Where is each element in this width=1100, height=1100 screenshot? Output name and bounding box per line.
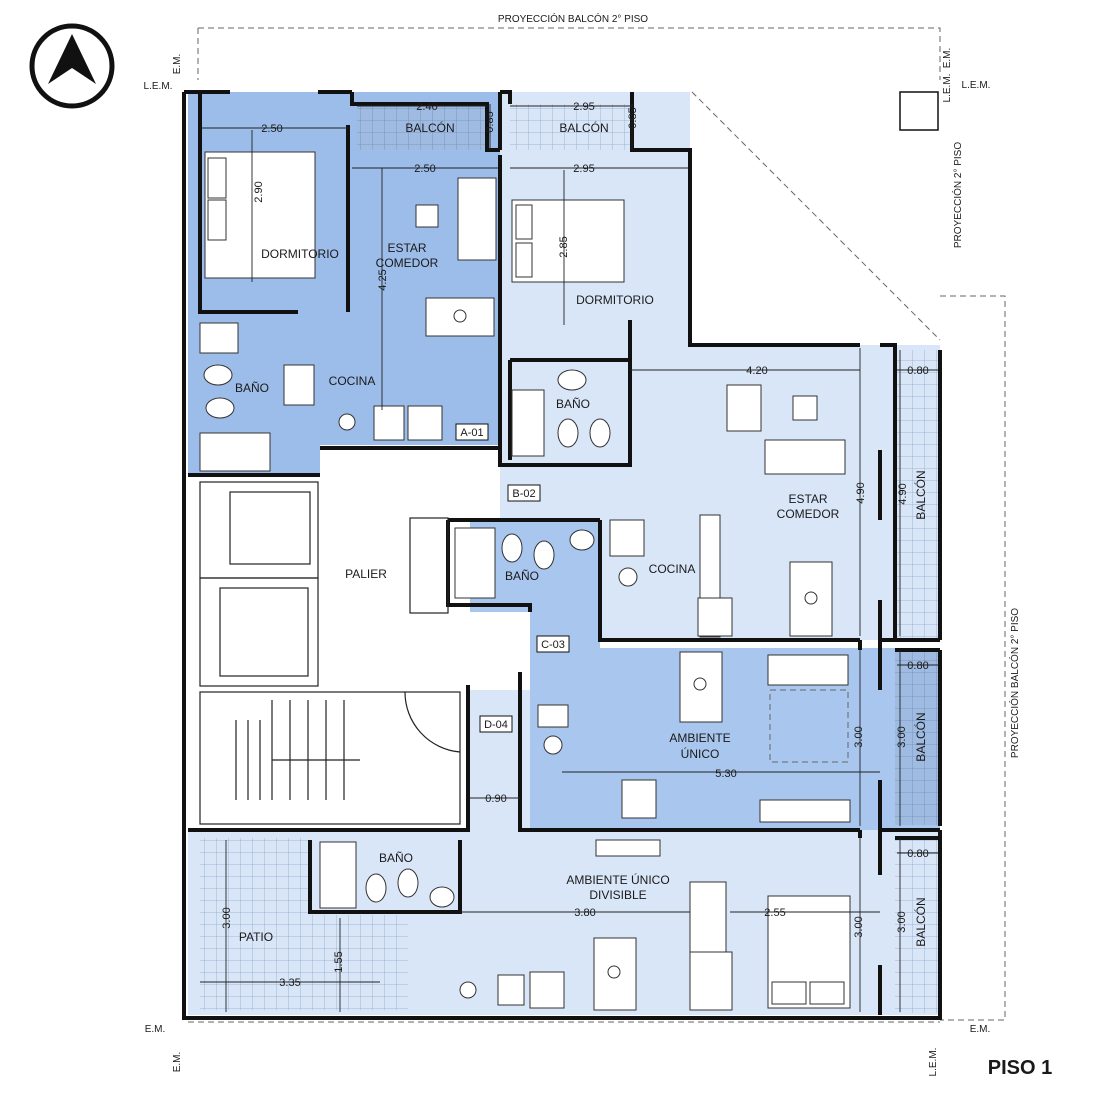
dim-b-balc-side-h: 4.90: [897, 483, 909, 504]
dim-c-balc-h: 3.00: [896, 726, 908, 747]
sofa-c03: [767, 654, 849, 686]
room-b-cocina: COCINA: [649, 562, 696, 576]
room-a-cocina: COCINA: [329, 374, 376, 388]
projection-lines: [188, 27, 1006, 1023]
dim-a-dorm-h: 2.90: [253, 181, 265, 202]
dim-a-dorm-w: 2.50: [261, 123, 282, 135]
balcony-d04: [895, 838, 940, 1013]
room-b-comedor: COMEDOR: [777, 507, 840, 521]
room-b-dormitorio: DORMITORIO: [576, 293, 654, 307]
lem-top-right-v-label: L.E.M.: [942, 74, 953, 103]
dim-b-estar-h: 4.90: [855, 482, 867, 503]
right-projection-line: [940, 295, 1006, 1021]
dim-d-amb-w1: 3.80: [574, 907, 595, 919]
dim-d-amb-h: 3.00: [853, 916, 865, 937]
dim-d-patio-h: 3.00: [221, 907, 233, 928]
balcony-a01: [357, 104, 487, 150]
elevator-2: [199, 577, 319, 687]
balcony-b02-top: [510, 104, 632, 150]
unit-tag-a01: A-01: [460, 427, 483, 439]
room-a-balcon: BALCÓN: [405, 120, 454, 135]
column-marker: [899, 91, 939, 131]
room-a-estar: ESTAR: [387, 241, 426, 255]
dim-c-amb-w: 5.30: [715, 768, 736, 780]
dim-a-balc-d: 0.85: [484, 111, 496, 132]
furniture: [199, 151, 851, 1011]
lem-top-left-label: L.E.M.: [144, 81, 173, 92]
patio-d04-low: [310, 915, 408, 1010]
room-d-bano: BAÑO: [379, 851, 413, 865]
em-bottom-left-v-label: E.M.: [172, 1052, 183, 1073]
dim-a-estar-w: 2.50: [414, 163, 435, 175]
room-labels: DORMITORIO ESTAR COMEDOR BAÑO COCINA BAL…: [235, 120, 928, 947]
edge-labels: PROYECCIÓN BALCÓN 2° PISO PROYECCIÓN 2° …: [144, 12, 1021, 1076]
lem-top-right-label: L.E.M.: [962, 80, 991, 91]
balcony-c03: [895, 650, 940, 825]
patio-d04: [200, 838, 310, 1010]
dim-d-balc-h: 3.00: [896, 911, 908, 932]
room-c-balcon: BALCÓN: [913, 712, 928, 761]
dim-c-balc-w: 0.80: [907, 660, 928, 672]
room-d-patio: PATIO: [239, 930, 273, 944]
dim-b-balc-d: 0.85: [627, 107, 639, 128]
room-b-balcon: BALCÓN: [559, 120, 608, 135]
dimension-lines: [200, 104, 938, 1012]
top-projection-line: [198, 27, 941, 80]
core-fill: [188, 475, 470, 830]
unit-tags: A-01 B-02 C-03 D-04: [455, 423, 570, 733]
dim-b-dorm-w: 2.95: [573, 163, 594, 175]
dim-a-balc-w: 2.40: [416, 101, 437, 113]
room-a-dormitorio: DORMITORIO: [261, 247, 339, 261]
dim-c-amb-h: 3.00: [853, 726, 865, 747]
sofa-a01: [457, 177, 497, 261]
room-d-balcon: BALCÓN: [913, 897, 928, 946]
dim-b-balc-side-w: 0.80: [907, 365, 928, 377]
north-arrow-icon: [29, 23, 115, 109]
room-d-ambiente-1: AMBIENTE ÚNICO: [566, 872, 669, 887]
room-c-bano: BAÑO: [505, 569, 539, 583]
top-projection-label: PROYECCIÓN BALCÓN 2° PISO: [498, 12, 648, 25]
room-a-comedor: COMEDOR: [376, 256, 439, 270]
room-palier: PALIER: [345, 567, 387, 581]
room-b-balcon-side: BALCÓN: [913, 470, 928, 519]
right-upper-projection-label: PROYECCIÓN 2° PISO: [951, 142, 964, 248]
dim-b-estar-w: 4.20: [746, 365, 767, 377]
lem-bottom-right-label: L.E.M.: [928, 1048, 939, 1077]
unit-tag-b02: B-02: [512, 488, 535, 500]
walls: [182, 90, 942, 1020]
dim-d-amb-w2: 2.55: [764, 907, 785, 919]
em-top-left-label: E.M.: [172, 54, 183, 75]
dim-d-balc-w: 0.80: [907, 848, 928, 860]
dim-a-estar-h: 4.25: [377, 269, 389, 290]
balcony-b02-side: [895, 350, 940, 640]
room-b-estar: ESTAR: [788, 492, 827, 506]
em-bottom-right-label: E.M.: [970, 1024, 991, 1035]
room-b-bano: BAÑO: [556, 397, 590, 411]
room-a-bano: BAÑO: [235, 381, 269, 395]
room-d-ambiente-2: DIVISIBLE: [589, 888, 646, 902]
floor-title: PISO 1: [988, 1057, 1052, 1079]
dim-d-patio-h2: 1.55: [333, 951, 345, 972]
em-top-right-label: E.M.: [942, 48, 953, 69]
building-core: [199, 481, 461, 825]
dim-b-balc-w: 2.95: [573, 101, 594, 113]
dim-b-dorm-h: 2.85: [558, 236, 570, 257]
em-bottom-left-label: E.M.: [145, 1024, 166, 1035]
right-lower-projection-label: PROYECCIÓN BALCÓN 2° PISO: [1008, 608, 1021, 758]
room-c-ambiente: AMBIENTE: [669, 731, 730, 745]
sofa-b02: [764, 439, 846, 475]
diagonal-projection: [691, 91, 941, 341]
balconies: [200, 104, 940, 1013]
unit-tag-c03: C-03: [541, 639, 565, 651]
dim-corridor-w: 0.90: [485, 793, 506, 805]
room-c-unico: ÚNICO: [681, 746, 720, 761]
dim-d-patio-w: 3.35: [279, 977, 300, 989]
dimension-labels: 2.50 2.90 2.40 0.85 2.50 4.25 2.95 0.85 …: [221, 101, 929, 989]
unit-tag-d04: D-04: [484, 719, 508, 731]
stairs: [199, 691, 461, 825]
